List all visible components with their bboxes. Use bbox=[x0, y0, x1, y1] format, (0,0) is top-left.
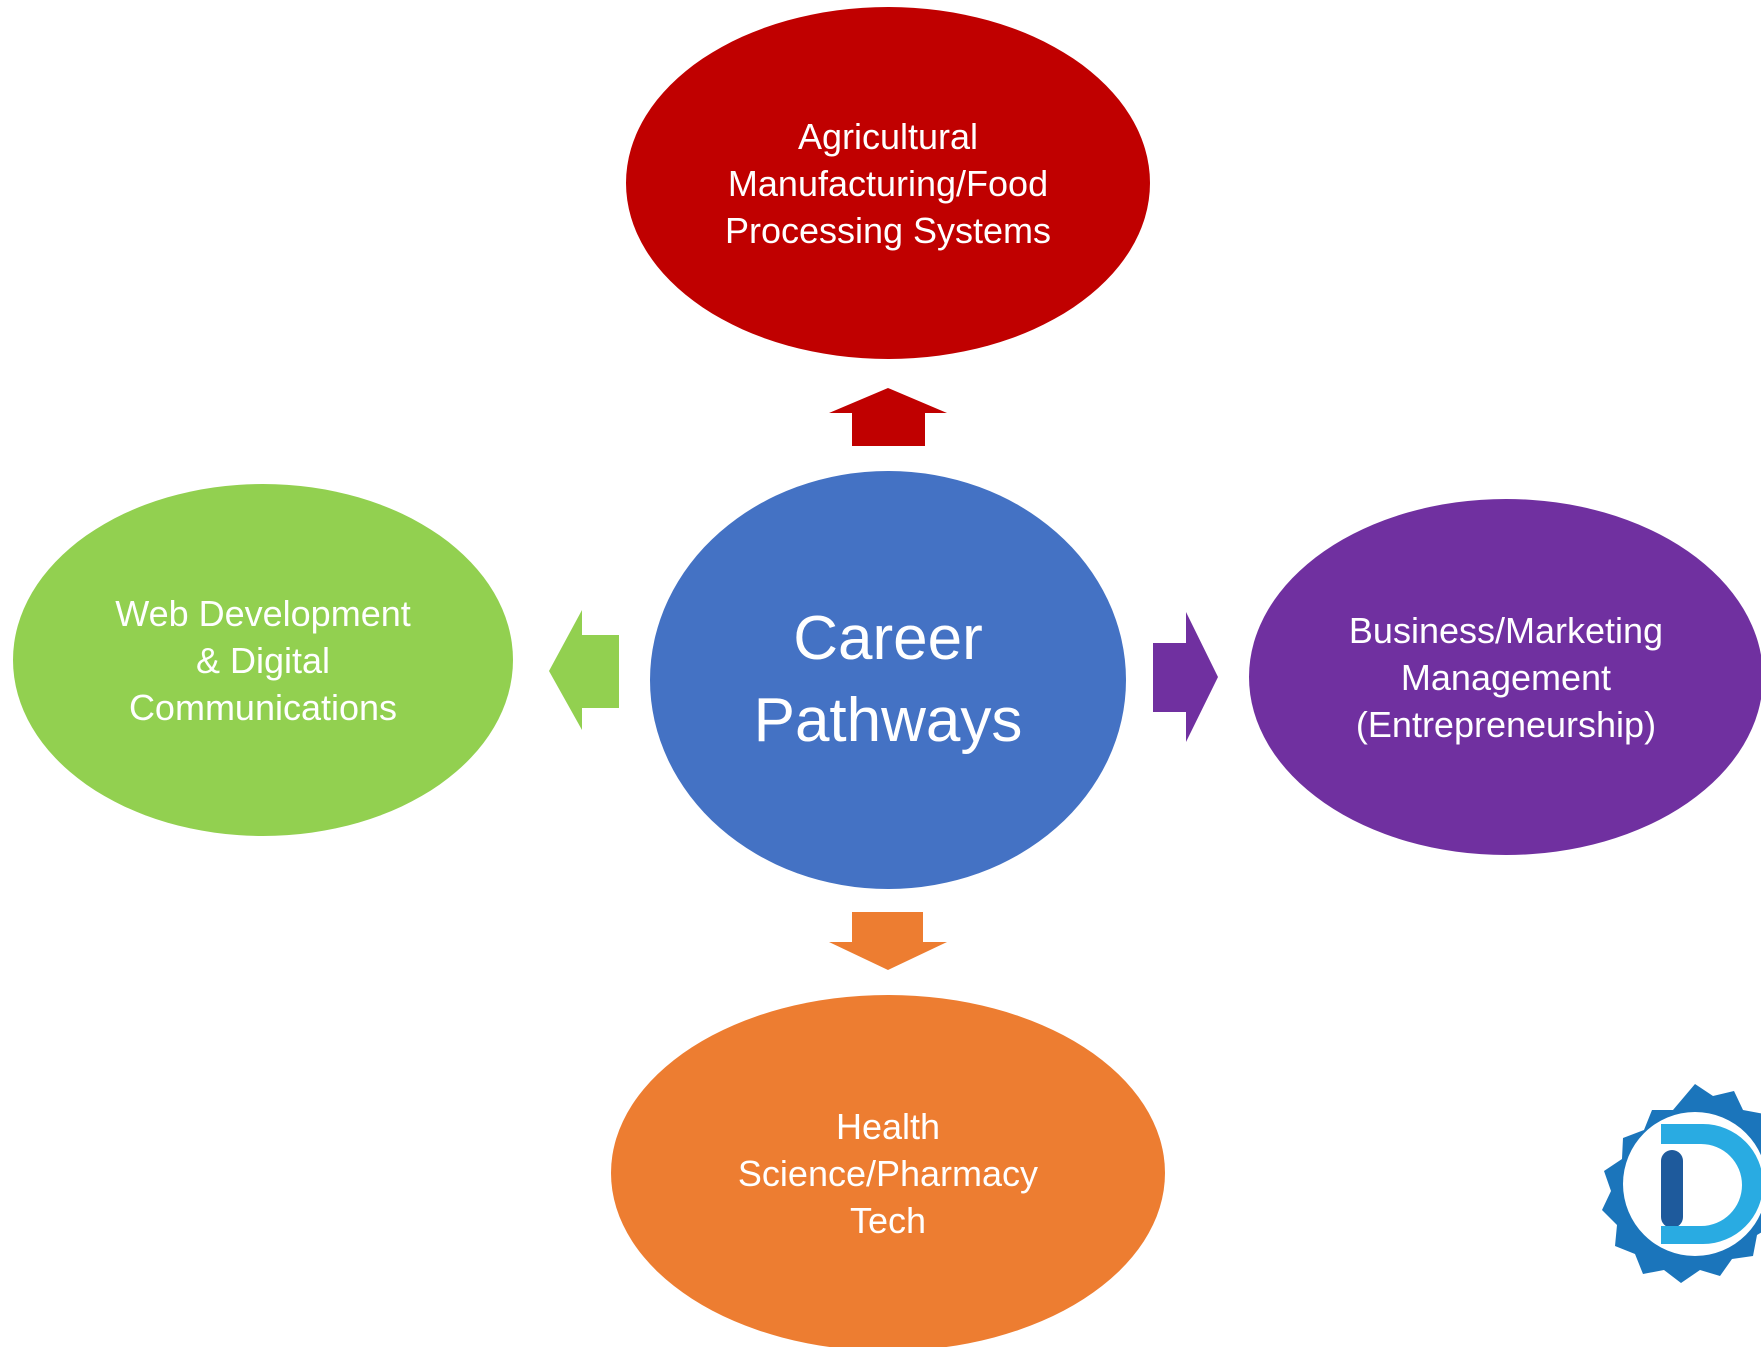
web-development-node-label: Web Development & Digital Communications bbox=[78, 580, 448, 740]
career-pathways-title: Career Pathways bbox=[700, 595, 1076, 765]
career-pathways-title-line: Career bbox=[793, 604, 983, 673]
business-node-label: Business/Marketing Management (Entrepren… bbox=[1316, 597, 1696, 757]
web-development-label-line: & Digital bbox=[195, 639, 331, 681]
health-science-node-shape bbox=[611, 995, 1165, 1347]
arrow-left-icon bbox=[549, 610, 619, 730]
health-science-label-line: Health bbox=[835, 1105, 941, 1147]
career-pathways-center-shape bbox=[650, 471, 1126, 889]
badge-d-logo-icon bbox=[1602, 1084, 1761, 1283]
health-science-node-label: Health Science/Pharmacy Tech bbox=[700, 1093, 1076, 1253]
web-development-node-shape bbox=[13, 484, 513, 836]
business-label-line: Business/Marketing bbox=[1348, 609, 1664, 651]
agriculture-label-line: Agricultural bbox=[797, 115, 979, 157]
agriculture-label-line: Processing Systems bbox=[724, 209, 1052, 251]
agriculture-node-shape bbox=[626, 7, 1150, 359]
business-label-line: Management bbox=[1400, 656, 1612, 698]
health-science-label-line: Science/Pharmacy bbox=[737, 1152, 1039, 1194]
agriculture-label-line: Manufacturing/Food bbox=[727, 162, 1049, 204]
web-development-label-line: Web Development bbox=[115, 592, 411, 634]
business-node-shape bbox=[1249, 499, 1761, 855]
health-science-label-line: Tech bbox=[849, 1199, 927, 1241]
agriculture-node-label: Agricultural Manufacturing/Food Processi… bbox=[700, 103, 1076, 263]
web-development-label-line: Communications bbox=[128, 686, 398, 728]
arrow-up-icon bbox=[829, 388, 947, 446]
career-pathways-title-line: Pathways bbox=[753, 686, 1023, 755]
business-label-line: (Entrepreneurship) bbox=[1355, 703, 1657, 745]
arrow-down-icon bbox=[829, 912, 947, 970]
arrow-right-icon bbox=[1153, 612, 1218, 742]
